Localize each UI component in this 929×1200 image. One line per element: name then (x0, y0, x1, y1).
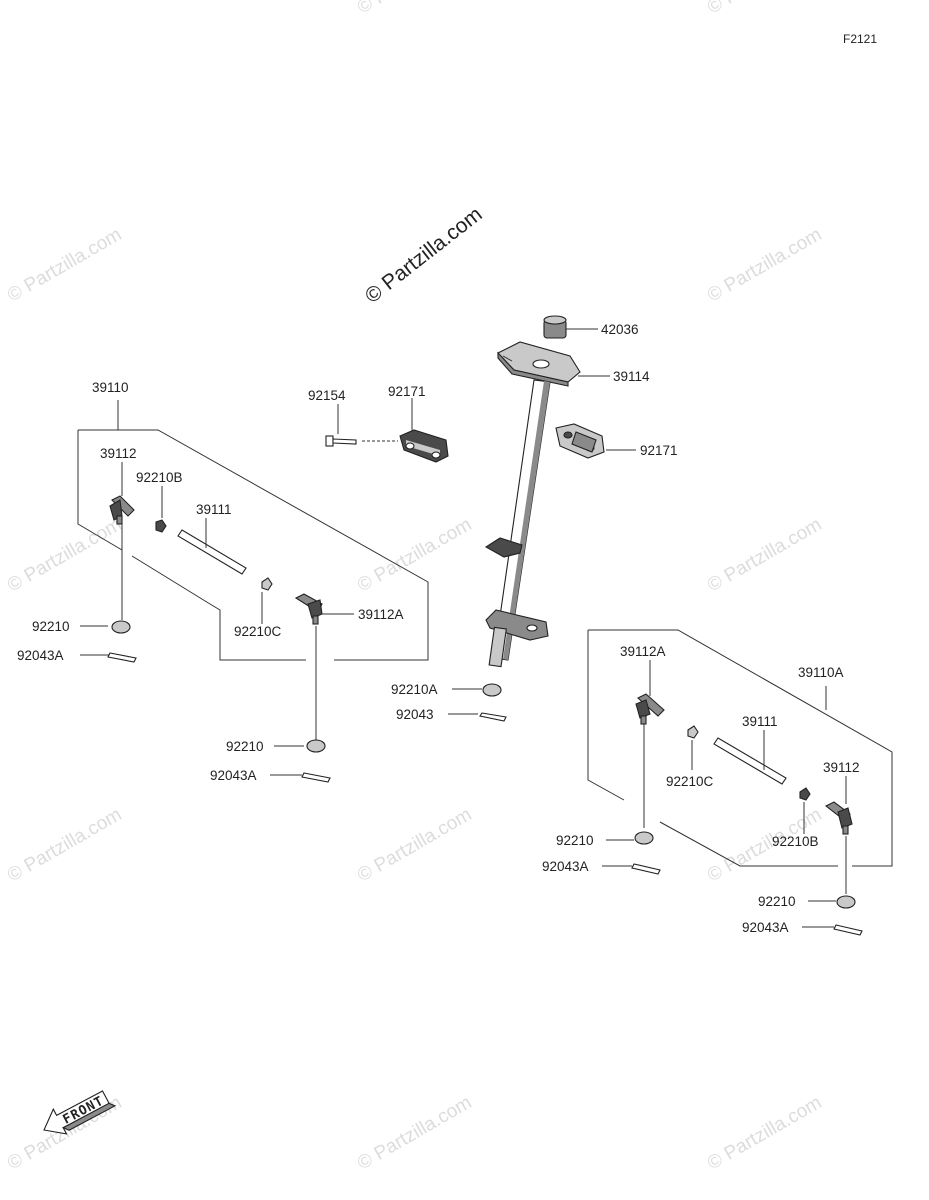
part-label-92210b-right: 92210B (772, 834, 819, 849)
holder-92171-b (555, 423, 605, 459)
part-label-92210a: 92210A (391, 682, 438, 697)
part-label-92210-right-1: 92210 (556, 833, 594, 848)
part-label-39114: 39114 (613, 369, 650, 384)
shaft-leaders (337, 328, 636, 715)
part-label-92210c-right: 92210C (666, 774, 714, 789)
part-label-92210b-left: 92210B (136, 470, 183, 485)
nut-92210-left-1 (111, 620, 131, 634)
part-labels: 42036 39114 92171 92171 92154 39110 3911… (17, 322, 860, 935)
bolt-92154 (325, 435, 398, 447)
watermark-main: © Partzilla.com (361, 203, 487, 308)
part-label-92210-left-2: 92210 (226, 739, 264, 754)
nut-92210-right-2 (836, 895, 856, 909)
pin-92043a-left-1 (107, 652, 137, 663)
pin-92043 (479, 712, 507, 722)
plate-39114 (497, 341, 581, 387)
part-label-39111-left: 39111 (196, 502, 232, 517)
tie-rod-end-39112-right (824, 801, 853, 835)
part-label-92171-b: 92171 (640, 443, 678, 458)
part-label-92043: 92043 (396, 707, 434, 722)
part-label-92043a-left-2: 92043A (210, 768, 257, 783)
part-label-39111-right: 39111 (742, 714, 778, 729)
part-label-92210-right-2: 92210 (758, 894, 796, 909)
tie-rod-end-39112a-left (294, 593, 323, 625)
tie-rod-end-39112-left (109, 495, 135, 525)
watermark-faint: © Partzilla.com (704, 224, 825, 306)
watermark-faint: © Partzilla.com (354, 1092, 475, 1174)
part-label-39112-left: 39112 (100, 446, 137, 461)
part-label-92171-a: 92171 (388, 384, 426, 399)
holder-92171-a (399, 429, 449, 463)
watermark-faint: © Partzilla.com (704, 1092, 825, 1174)
diagram-code: F2121 (843, 32, 877, 46)
watermark-faint: © Partzilla.com (704, 0, 825, 18)
watermark-faint: © Partzilla.com (704, 514, 825, 596)
watermark-faint: © Partzilla.com (4, 514, 125, 596)
nut-92210a (482, 683, 502, 697)
part-label-39110a: 39110A (798, 665, 844, 680)
tie-rod-assembly-right (587, 629, 893, 936)
nut-92210b-left (155, 519, 167, 533)
nut-92210c-left (261, 577, 273, 591)
pin-92043a-left-2 (301, 772, 331, 783)
part-label-39112a-left: 39112A (358, 607, 404, 622)
nut-92210-left-2 (306, 739, 326, 753)
watermark-faint: © Partzilla.com (354, 514, 475, 596)
part-label-92043a-left-1: 92043A (17, 648, 64, 663)
watermark-faint: © Partzilla.com (4, 804, 125, 886)
nut-92210b-right (799, 787, 811, 801)
part-label-92043a-right-1: 92043A (542, 859, 589, 874)
watermark-faint: © Partzilla.com (354, 0, 475, 18)
tie-rod-end-39112a-right (635, 693, 665, 725)
nut-92210c-right (687, 725, 699, 739)
watermark-layer: © Partzilla.com © Partzilla.com © Partzi… (4, 0, 825, 1174)
steering-shaft-group (325, 315, 605, 722)
tie-rod-39111-left (177, 529, 247, 575)
steering-shaft-39114 (484, 379, 551, 668)
part-label-42036: 42036 (601, 322, 639, 337)
part-label-92154: 92154 (308, 388, 346, 403)
tie-rod-assembly-left (77, 400, 429, 783)
pin-92043a-right-2 (833, 924, 863, 936)
nut-92210-right-1 (634, 831, 654, 845)
part-label-92210c-left: 92210C (234, 624, 282, 639)
part-label-39112a-right: 39112A (620, 644, 666, 659)
bushing-42036 (543, 315, 567, 339)
part-label-39112-right: 39112 (823, 760, 860, 775)
part-label-92043a-right-2: 92043A (742, 920, 789, 935)
tie-rod-39111-right (713, 737, 787, 785)
part-label-92210-left-1: 92210 (32, 619, 70, 634)
part-label-39110: 39110 (92, 380, 129, 395)
watermark-faint: © Partzilla.com (4, 224, 125, 306)
watermark-faint: © Partzilla.com (354, 804, 475, 886)
pin-92043a-right-1 (631, 863, 661, 875)
